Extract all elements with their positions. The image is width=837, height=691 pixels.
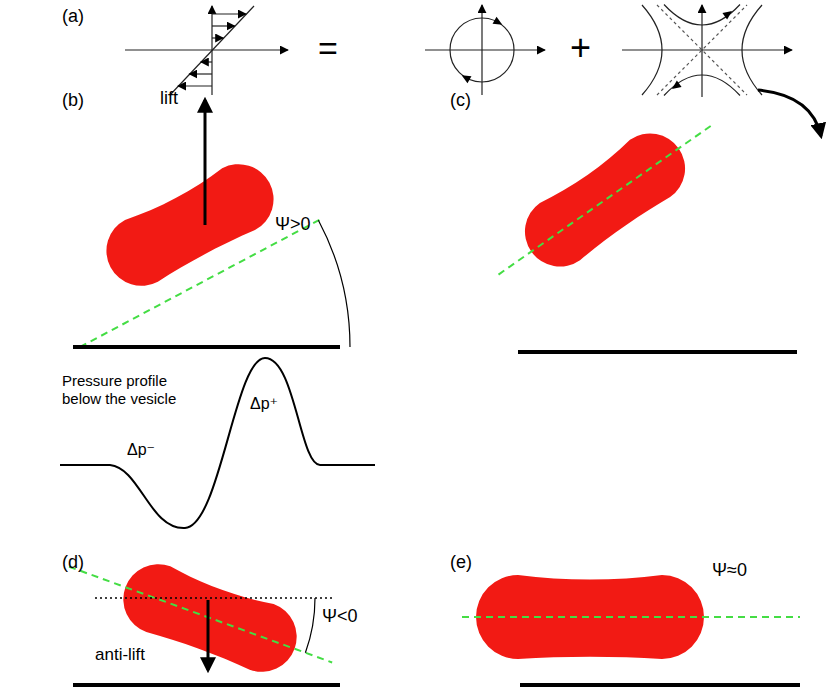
rotation-arrow (758, 90, 821, 136)
rotation-circle (450, 18, 514, 82)
flow-arrowhead (493, 17, 505, 28)
velocity-profile (170, 6, 254, 95)
vesicle (511, 120, 699, 281)
streamline (742, 5, 762, 95)
angle-label: Ψ<0 (322, 606, 358, 628)
angle-label: Ψ>0 (275, 214, 311, 236)
vesicle-axis (499, 125, 712, 274)
streamline (642, 5, 662, 95)
flow-arrowhead (722, 8, 734, 20)
axis (622, 49, 792, 50)
force-label: lift (160, 88, 178, 110)
asymptote (657, 5, 747, 95)
plot-note: Pressure profile below the vesicle (62, 372, 202, 408)
angle-label: Ψ≈0 (712, 560, 747, 582)
panel-letter: (c) (450, 90, 471, 112)
force-label: anti-lift (95, 645, 145, 665)
flow-arrowhead (460, 72, 472, 83)
axis (125, 49, 288, 50)
wall (73, 683, 340, 687)
wall (518, 350, 797, 354)
vesicle-axis (80, 218, 323, 347)
vesicle (94, 152, 286, 298)
velocity-arrow (201, 61, 212, 62)
streamline (664, 75, 740, 96)
operator-sign: = (318, 28, 338, 69)
wall (520, 683, 800, 687)
panel-letter: (a) (62, 6, 84, 28)
velocity-arrow (189, 73, 212, 74)
velocity-arrow (212, 25, 235, 26)
wall (73, 345, 340, 349)
pressure-label: Δp⁻ (127, 440, 155, 459)
vesicle-axis (462, 616, 800, 618)
operator-sign: + (570, 26, 591, 69)
angle-arc (305, 598, 315, 653)
reference-line (95, 597, 335, 599)
lift-arrow (204, 100, 207, 225)
pressure-curve (60, 358, 375, 528)
velocity-arrow (212, 13, 246, 14)
pressure-label: Δp⁺ (250, 394, 278, 413)
axis (425, 49, 545, 50)
velocity-arrow (178, 85, 212, 86)
velocity-arrow (212, 37, 223, 38)
anti-lift-arrow (207, 600, 210, 670)
panel-letter: (e) (450, 552, 472, 574)
flow-arrowhead (670, 80, 682, 92)
angle-arc (318, 220, 350, 347)
streamline (664, 5, 740, 26)
panel-letter: (d) (62, 552, 84, 574)
asymptote (657, 5, 747, 95)
panel-letter: (b) (62, 90, 84, 112)
